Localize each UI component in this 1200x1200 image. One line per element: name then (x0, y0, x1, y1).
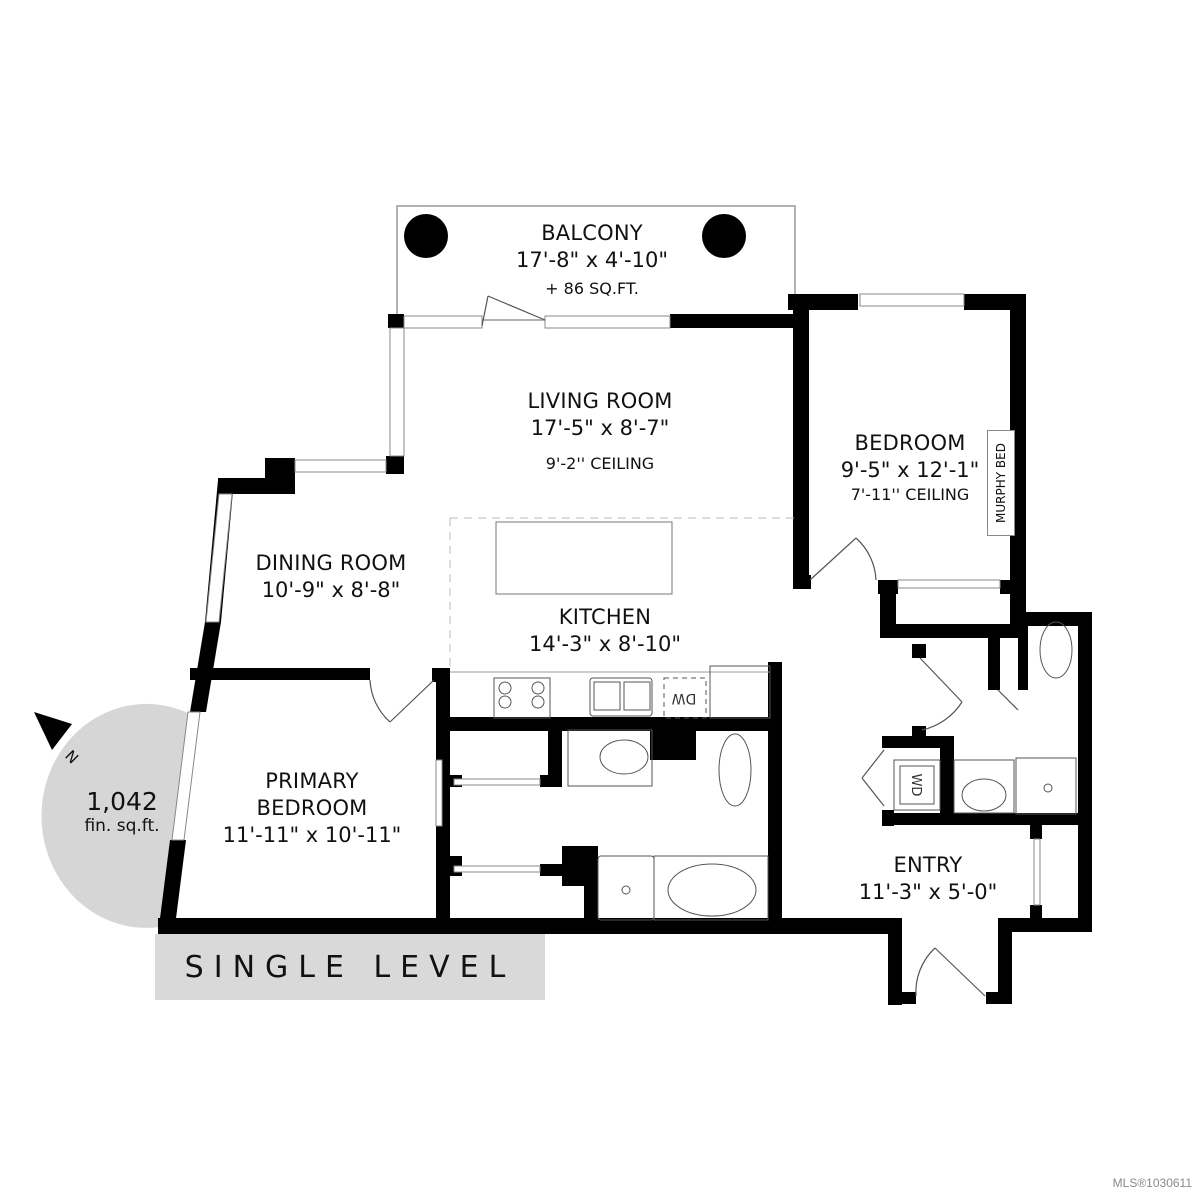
room-name: BALCONY (541, 221, 643, 245)
total-area: 1,042 fin. sq.ft. (84, 787, 160, 837)
north-arrow-icon (34, 712, 72, 750)
room-entry: ENTRY 11'-3" x 5'-0" (859, 852, 998, 906)
compass (34, 703, 190, 928)
room-dimensions: 10'-9" x 8'-8" (261, 578, 401, 602)
doors (369, 295, 1019, 997)
balcony-area: + 86 SQ.FT. (545, 279, 639, 298)
kitchen-fixtures (449, 517, 795, 719)
room-name: KITCHEN (558, 605, 652, 629)
room-name: BEDROOM (854, 431, 966, 455)
room-kitchen: KITCHEN 14'-3" x 8'-10" (529, 604, 681, 658)
room-bedroom: BEDROOM 9'-5" x 12'-1" 7'-11'' CEILING (841, 430, 980, 506)
balcony-column-left (404, 214, 448, 258)
bath-fixtures (567, 621, 1077, 921)
washer-dryer-label: WD (908, 774, 923, 797)
balcony-column-right (702, 214, 746, 258)
room-name: DINING ROOM (255, 551, 407, 575)
room-name-line1: PRIMARY (265, 769, 359, 793)
room-primary-bedroom: PRIMARY BEDROOM 11'-11" x 10'-11" (223, 768, 402, 849)
walls (158, 294, 1092, 1005)
room-name-line2: BEDROOM (256, 796, 368, 820)
room-ceiling: 7'-11'' CEILING (850, 485, 970, 504)
room-dimensions: 11'-11" x 10'-11" (222, 823, 402, 847)
level-label: SINGLE LEVEL (184, 949, 516, 985)
room-ceiling: 9'-2'' CEILING (545, 454, 655, 473)
room-name: LIVING ROOM (527, 389, 673, 413)
murphy-bed-label: MURPHY BED (994, 443, 1008, 523)
room-living: LIVING ROOM 17'-5" x 8'-7" 9'-2'' CEILIN… (527, 388, 672, 476)
room-dimensions: 11'-3" x 5'-0" (858, 880, 998, 904)
room-dimensions: 17'-8" x 4'-10" (516, 248, 668, 272)
total-area-unit: fin. sq.ft. (84, 816, 160, 836)
room-dining: DINING ROOM 10'-9" x 8'-8" (256, 550, 407, 604)
murphy-bed: MURPHY BED (987, 430, 1015, 536)
level-banner: SINGLE LEVEL (155, 934, 545, 1000)
total-area-value: 1,042 (86, 787, 158, 816)
room-name: ENTRY (893, 853, 963, 877)
room-dimensions: 17'-5" x 8'-7" (530, 416, 670, 440)
mls-watermark: MLS®1030611 (1112, 1176, 1192, 1190)
dishwasher-label: DW (672, 690, 697, 706)
room-dimensions: 14'-3" x 8'-10" (529, 632, 681, 656)
room-balcony: BALCONY 17'-8" x 4'-10" + 86 SQ.FT. (516, 220, 668, 300)
windows (171, 293, 1041, 906)
room-dimensions: 9'-5" x 12'-1" (840, 458, 980, 482)
